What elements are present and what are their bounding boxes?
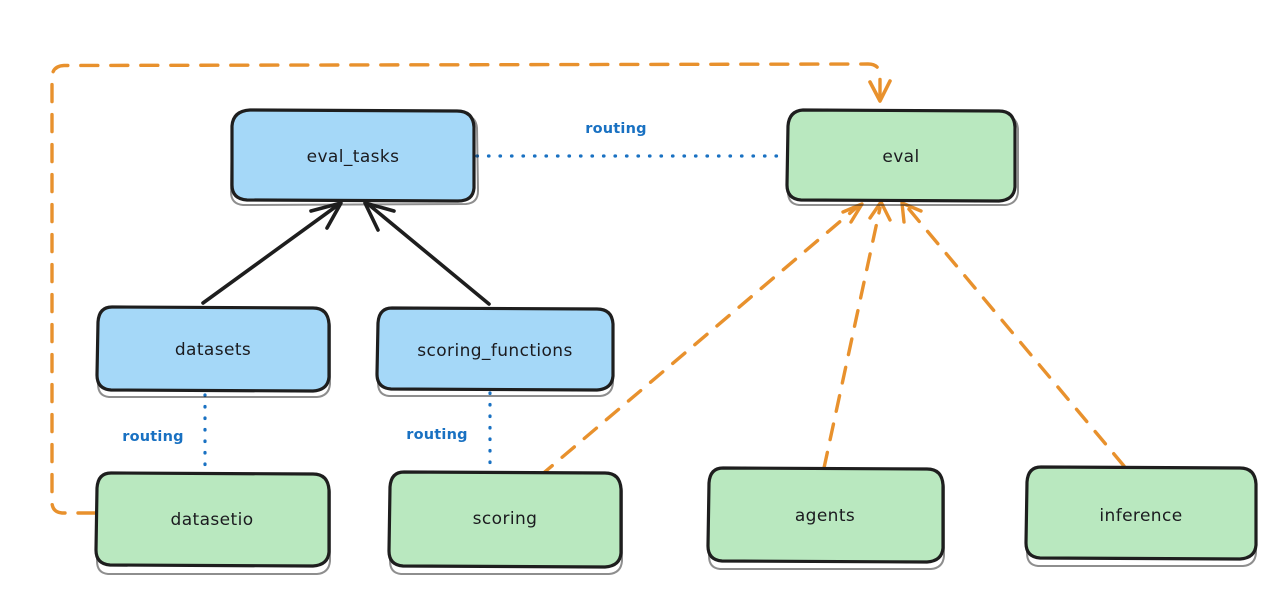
- node-scoring_functions[interactable]: scoring_functions: [375, 306, 615, 397]
- node-datasets[interactable]: datasets: [95, 305, 331, 398]
- node-eval_tasks-label: eval_tasks: [307, 147, 400, 167]
- node-eval[interactable]: eval: [785, 108, 1019, 206]
- node-datasetio-box: [94, 471, 331, 568]
- edge-label-routing-datasets: routing: [122, 429, 183, 445]
- edge-label-routing-top: routing: [585, 121, 646, 137]
- node-agents-box: [706, 466, 945, 564]
- edge-datasetio-eval-arrowhead: [868, 79, 892, 103]
- edge-labels-group: routing routing routing: [122, 121, 646, 445]
- edge-agents-eval-path: [822, 206, 882, 470]
- node-eval-label: eval: [882, 147, 919, 167]
- edge-datasets-eval_tasks[interactable]: [201, 201, 343, 305]
- node-inference[interactable]: inference: [1024, 465, 1258, 567]
- edge-datasets-eval_tasks-path: [201, 203, 340, 305]
- node-agents-label: agents: [795, 506, 855, 526]
- node-scoring-box: [387, 470, 623, 569]
- node-datasets-box: [95, 305, 331, 393]
- node-eval_tasks-box: [230, 108, 476, 203]
- edge-label-routing-scoring-functions: routing: [406, 427, 467, 443]
- node-inference-label: inference: [1099, 506, 1182, 526]
- dependency-edges-group: [50, 62, 1126, 515]
- edge-scoring-eval-path: [538, 206, 858, 478]
- edge-inference-eval-path: [906, 206, 1126, 468]
- node-scoring[interactable]: scoring: [387, 470, 623, 575]
- node-scoring_functions-label: scoring_functions: [417, 341, 572, 361]
- edge-datasetio-eval-path: [50, 62, 882, 515]
- node-scoring_functions-box: [375, 306, 615, 392]
- edge-datasetio-eval[interactable]: [50, 62, 892, 515]
- edge-scoring_functions-eval_tasks-arrowhead: [363, 201, 396, 232]
- node-inference-box: [1024, 465, 1258, 561]
- node-agents[interactable]: agents: [706, 466, 945, 570]
- routing-edges-group: [203, 154, 788, 473]
- composition-edges-group: [201, 201, 491, 306]
- node-scoring-label: scoring: [473, 509, 538, 529]
- node-eval-box: [785, 108, 1017, 203]
- node-datasetio[interactable]: datasetio: [94, 471, 331, 575]
- node-eval_tasks[interactable]: eval_tasks: [229, 108, 480, 207]
- edge-inference-eval-arrowhead: [900, 201, 923, 224]
- node-datasets-label: datasets: [175, 340, 251, 360]
- edge-agents-eval[interactable]: [822, 200, 892, 470]
- edge-scoring_functions-eval_tasks-path: [366, 202, 491, 306]
- edge-scoring_functions-eval_tasks[interactable]: [363, 201, 491, 306]
- edge-inference-eval[interactable]: [900, 201, 1126, 468]
- node-datasetio-label: datasetio: [171, 510, 254, 530]
- edge-datasets-eval_tasks-arrowhead: [309, 201, 343, 230]
